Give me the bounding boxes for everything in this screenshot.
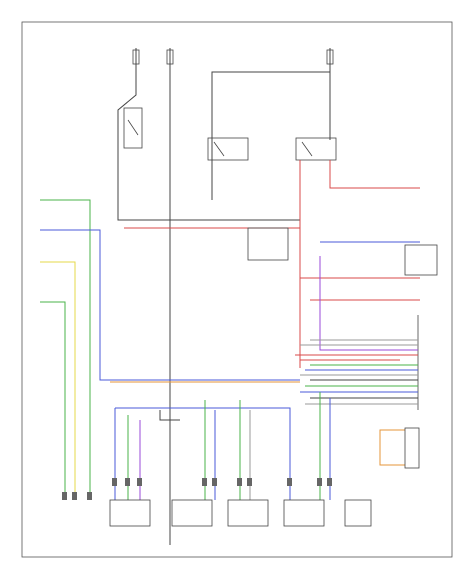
diode-block [247, 227, 289, 261]
motor-feed-wires [114, 392, 331, 500]
fuse-left [132, 49, 140, 65]
relay-1 [123, 107, 143, 149]
bottom-connectors [62, 478, 332, 500]
sensor-bottom-right [344, 499, 372, 527]
power-feed-wires [117, 48, 331, 545]
fuse-mid [166, 49, 174, 65]
diagram-frame [21, 21, 453, 558]
relay-2 [207, 137, 249, 161]
wire-bundle-right [295, 241, 420, 405]
fuse-right [326, 49, 334, 65]
red-wires [124, 160, 420, 368]
control-module [404, 244, 438, 276]
motor-1 [109, 499, 151, 527]
left-side-wires [40, 199, 300, 500]
relay-3 [295, 137, 337, 161]
motor-2 [171, 499, 213, 527]
motor-4 [283, 499, 325, 527]
sensor-right-orange [379, 427, 420, 469]
motor-3 [227, 499, 269, 527]
